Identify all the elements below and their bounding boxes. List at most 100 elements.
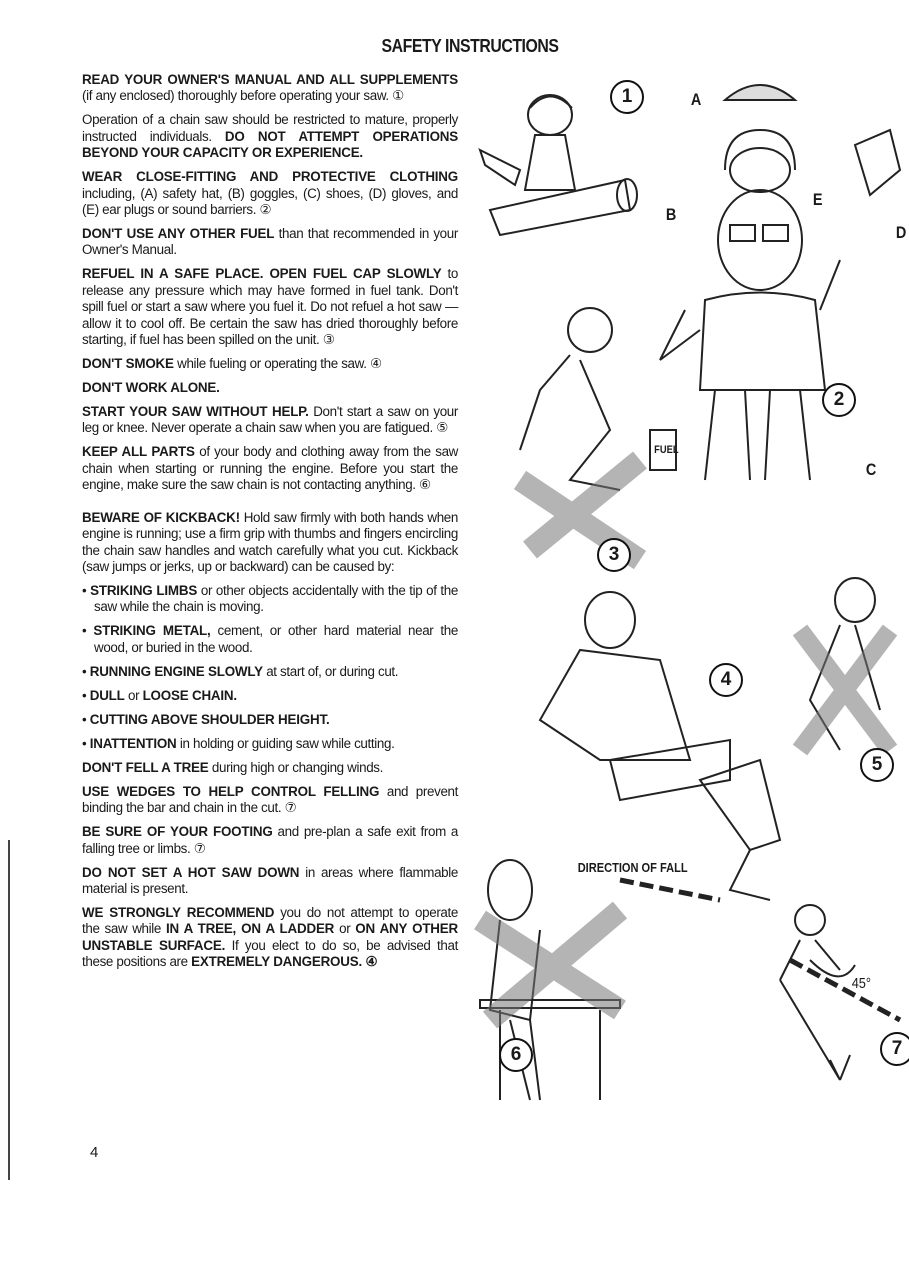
- bullet-icon: •: [82, 687, 90, 703]
- emphasis-text: STRIKING METAL,: [93, 623, 211, 639]
- body-text: (if any enclosed) thoroughly before oper…: [82, 88, 404, 104]
- instructions-column: READ YOUR OWNER'S MANUAL AND ALL SUPPLEM…: [82, 72, 458, 978]
- emphasis-text: READ YOUR OWNER'S MANUAL AND ALL SUPPLEM…: [82, 72, 458, 87]
- emphasis-text: INATTENTION: [89, 735, 177, 751]
- angle-label: 45°: [851, 975, 871, 992]
- emphasis-text: RUNNING ENGINE SLOWLY: [89, 663, 263, 679]
- figure-number-5: 5: [860, 748, 894, 782]
- emphasis-text: ON ANY OTHER UNSTABLE SURFACE.: [82, 921, 458, 953]
- emphasis-text: DON'T USE ANY OTHER FUEL: [82, 226, 275, 242]
- emphasis-text: IN A TREE, ON A LADDER: [165, 921, 335, 937]
- body-text: Operation of a chain saw should be restr…: [82, 112, 458, 144]
- emphasis-text: DULL: [89, 687, 125, 703]
- kickback-cause-item: • DULL or LOOSE CHAIN.: [82, 688, 458, 704]
- figure-number-2: 2: [822, 383, 856, 417]
- instruction-paragraph: WEAR CLOSE-FITTING AND PROTECTIVE CLOTHI…: [82, 169, 458, 218]
- body-text: or other objects accidentally with the t…: [94, 582, 458, 615]
- emphasis-text: DON'T SMOKE: [82, 356, 174, 372]
- label-d-gloves: D: [895, 223, 907, 242]
- scan-margin-line: [8, 840, 10, 1180]
- body-text: of your body and clothing away from the …: [82, 444, 458, 493]
- body-text: in holding or guiding saw while cutting.: [176, 735, 395, 751]
- figure-number-7: 7: [880, 1032, 909, 1066]
- page-number: 4: [90, 1144, 99, 1161]
- instruction-paragraph: USE WEDGES TO HELP CONTROL FELLING and p…: [82, 784, 458, 817]
- bullet-icon: •: [82, 711, 90, 727]
- instruction-paragraph: DON'T FELL A TREE during high or changin…: [82, 760, 458, 776]
- emphasis-text: DO NOT ATTEMPT OPERATIONS BEYOND YOUR CA…: [82, 128, 458, 161]
- figure-smoking: [538, 591, 731, 802]
- body-text: in areas where flammable material is pre…: [82, 864, 458, 896]
- instruction-paragraph: BE SURE OF YOUR FOOTING and pre-plan a s…: [82, 824, 458, 857]
- emphasis-text: STRIKING LIMBS: [90, 582, 198, 598]
- instruction-paragraph: WE STRONGLY RECOMMEND you do not attempt…: [82, 905, 458, 971]
- emphasis-text: USE WEDGES TO HELP CONTROL FELLING: [82, 783, 380, 799]
- figure-starting-on-knee: [792, 577, 898, 756]
- body-text: during high or changing winds.: [208, 759, 384, 775]
- body-text: cement, or other hard material near the …: [94, 623, 458, 655]
- instruction-paragraph: READ YOUR OWNER'S MANUAL AND ALL SUPPLEM…: [82, 72, 458, 105]
- body-text: you do not attempt to operate the saw wh…: [82, 904, 458, 937]
- label-b-goggles: B: [665, 205, 677, 224]
- kickback-cause-item: • STRIKING METAL, cement, or other hard …: [82, 623, 458, 656]
- emphasis-text: BEWARE OF KICKBACK!: [82, 509, 240, 525]
- label-a-safety-hat: A: [690, 90, 702, 109]
- label-e-ear-plugs: E: [812, 190, 823, 209]
- bullet-icon: •: [82, 735, 90, 751]
- figure-reading-manual: [478, 94, 638, 237]
- emphasis-text: BE SURE OF YOUR FOOTING: [82, 824, 273, 840]
- label-c-shoes: C: [865, 460, 877, 479]
- body-text: at start of, or during cut.: [262, 663, 399, 679]
- emphasis-text: START YOUR SAW WITHOUT HELP.: [82, 404, 309, 420]
- emphasis-text: WEAR CLOSE-FITTING AND PROTECTIVE CLOTHI…: [82, 169, 458, 185]
- emphasis-text: DON'T FELL A TREE: [82, 759, 209, 775]
- body-text: while fueling or operating the saw. ④: [173, 356, 382, 372]
- body-text: Hold saw firmly with both hands when eng…: [82, 509, 458, 574]
- figure-refueling: [513, 307, 677, 570]
- figure-number-4: 4: [709, 663, 743, 697]
- body-text: or: [124, 687, 143, 703]
- kickback-cause-item: • RUNNING ENGINE SLOWLY at start of, or …: [82, 664, 458, 680]
- instruction-paragraph: DO NOT SET A HOT SAW DOWN in areas where…: [82, 865, 458, 898]
- body-text: If you elect to do so, be advised that t…: [82, 937, 458, 970]
- emphasis-text: REFUEL IN A SAFE PLACE. OPEN FUEL CAP SL…: [82, 266, 442, 282]
- emphasis-text: CUTTING ABOVE SHOULDER HEIGHT.: [89, 711, 330, 727]
- body-text: or: [334, 921, 356, 937]
- instruction-paragraph: DON'T SMOKE while fueling or operating t…: [82, 356, 458, 372]
- kickback-cause-item: • INATTENTION in holding or guiding saw …: [82, 736, 458, 752]
- instruction-paragraph: BEWARE OF KICKBACK! Hold saw firmly with…: [82, 510, 458, 576]
- body-text: Don't start a saw on your leg or knee. N…: [82, 404, 458, 436]
- bullet-icon: •: [82, 582, 91, 598]
- instruction-paragraph: DON'T WORK ALONE.: [82, 380, 458, 396]
- emphasis-text: LOOSE CHAIN.: [142, 687, 238, 703]
- emphasis-text: DO NOT SET A HOT SAW DOWN: [82, 864, 300, 880]
- figure-number-3: 3: [597, 538, 631, 572]
- emphasis-text: WE STRONGLY RECOMMEND: [82, 904, 275, 920]
- body-text: and prevent binding the bar and chain in…: [82, 783, 459, 816]
- illustration-drawings: [474, 84, 902, 1101]
- body-text: than that recommended in your Owner's Ma…: [82, 226, 458, 258]
- figure-number-6: 6: [499, 1038, 533, 1072]
- emphasis-text: EXTREMELY DANGEROUS. ④: [191, 954, 378, 970]
- fuel-can-label: FUEL: [654, 444, 679, 456]
- figure-felling-tree: [619, 758, 902, 1081]
- instruction-paragraph: Operation of a chain saw should be restr…: [82, 112, 458, 161]
- body-text: and pre-plan a safe exit from a falling …: [82, 824, 459, 856]
- figure-protective-clothing: [659, 84, 902, 481]
- illustrations: 1 2 3 4 5 6 7 A B C D E FUEL DIRECTION O…: [460, 60, 909, 1140]
- page-title: SAFETY INSTRUCTIONS: [381, 36, 559, 56]
- direction-of-fall-label: DIRECTION OF FALL: [577, 860, 688, 875]
- bullet-icon: •: [82, 623, 94, 639]
- body-text: including, (A) safety hat, (B) goggles, …: [82, 185, 458, 218]
- instruction-paragraph: REFUEL IN A SAFE PLACE. OPEN FUEL CAP SL…: [82, 266, 458, 348]
- instruction-paragraph: START YOUR SAW WITHOUT HELP. Don't start…: [82, 404, 458, 437]
- kickback-cause-item: • CUTTING ABOVE SHOULDER HEIGHT.: [82, 712, 458, 728]
- instruction-paragraph: KEEP ALL PARTS of your body and clothing…: [82, 444, 458, 493]
- figure-number-1: 1: [610, 80, 644, 114]
- bullet-icon: •: [82, 663, 90, 679]
- kickback-cause-item: • STRIKING LIMBS or other objects accide…: [82, 583, 458, 616]
- instruction-paragraph: DON'T USE ANY OTHER FUEL than that recom…: [82, 226, 458, 259]
- body-text: to release any pressure which may have f…: [82, 266, 458, 348]
- emphasis-text: KEEP ALL PARTS: [82, 444, 195, 460]
- emphasis-text: DON'T WORK ALONE.: [82, 380, 220, 396]
